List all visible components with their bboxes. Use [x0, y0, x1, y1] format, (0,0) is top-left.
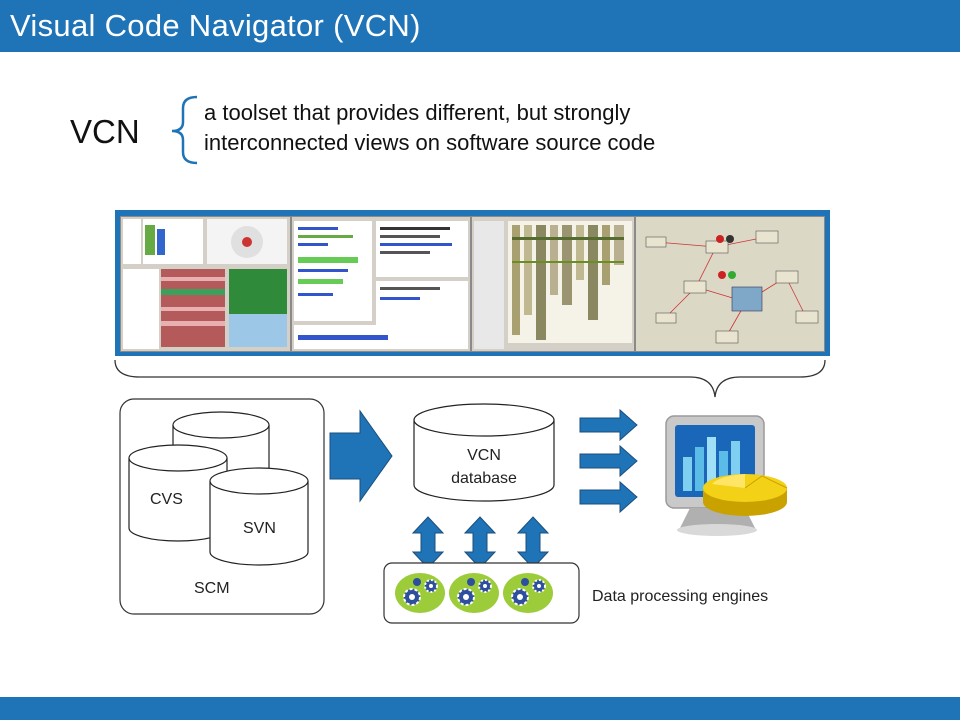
chart-monitor-icon	[665, 415, 788, 536]
gears-icon	[395, 573, 553, 613]
screenshot-graph-node-view	[635, 216, 825, 352]
footer-bar	[0, 697, 960, 720]
definition-brace	[171, 95, 198, 165]
vcn-database-cylinder	[413, 403, 555, 502]
screenshot-strip	[115, 210, 830, 356]
repo-cylinder-cvs	[128, 444, 228, 542]
database-label-line-2: database	[451, 470, 517, 487]
output-arrow	[579, 408, 638, 442]
repo-cylinder-svn	[209, 467, 309, 566]
definition-term: VCN	[70, 113, 140, 150]
output-arrow	[579, 480, 638, 514]
engines-label: Data processing engines	[592, 588, 769, 605]
engine-double-arrow	[516, 516, 550, 569]
engine-links	[411, 516, 550, 569]
screenshot-code-text-view	[291, 216, 471, 352]
screenshots-brace	[114, 359, 826, 398]
repo-label-svn: SVN	[243, 520, 276, 537]
slide-title: Visual Code Navigator (VCN)	[10, 8, 421, 43]
database-label-line-1: VCN	[467, 447, 501, 464]
definition-text: a toolset that provides different, but s…	[204, 98, 804, 158]
output-arrow	[579, 444, 638, 478]
output-arrows	[579, 408, 638, 514]
definition-line-2: interconnected views on software source …	[204, 130, 656, 155]
screenshot-dual-pane-tree-view	[120, 216, 291, 352]
repo-label-cvs: CVS	[150, 491, 183, 508]
scm-label: SCM	[194, 580, 230, 597]
engine-double-arrow	[411, 516, 445, 569]
engine-double-arrow	[463, 516, 497, 569]
screenshot-column-matrix-view	[471, 216, 635, 352]
definition-line-1: a toolset that provides different, but s…	[204, 100, 631, 125]
title-bar: Visual Code Navigator (VCN)	[0, 0, 960, 52]
import-arrow	[329, 409, 393, 503]
